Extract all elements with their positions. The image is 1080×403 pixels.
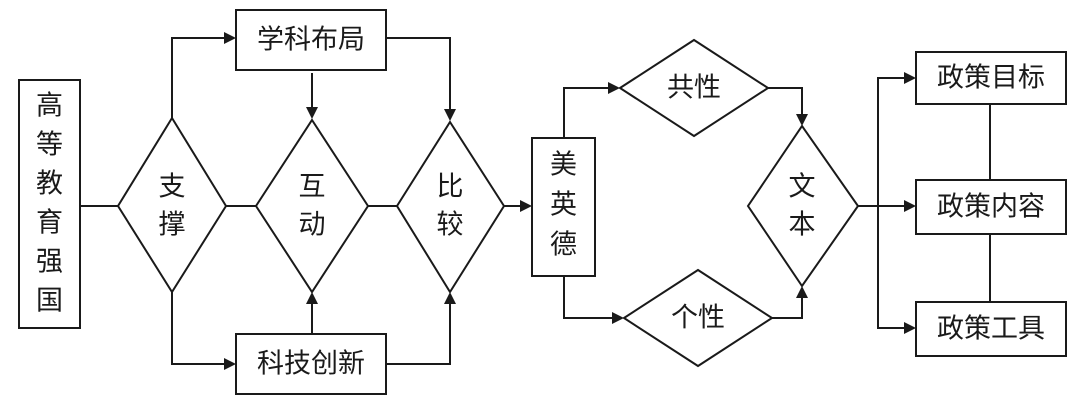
arrowhead-right-goals: [904, 72, 916, 84]
node-discipline-layout-label: 学科布局: [257, 25, 365, 56]
node-higher-education-power: 高 等 教 育 强 国: [18, 79, 81, 329]
node-support-diamond: 支 撑: [116, 116, 228, 294]
connector-support-to-top-box: [171, 37, 228, 118]
arrowhead-right-tools: [904, 322, 916, 334]
node-comparison-char-1: 比: [437, 172, 464, 203]
arrowhead-right-top-box: [224, 32, 236, 44]
connector-commonality-to-text: [768, 87, 803, 118]
node-policy-goals: 政策目标: [915, 51, 1067, 105]
node-interaction-char-2: 动: [299, 210, 326, 241]
node-text-diamond: 文 本: [746, 124, 860, 288]
node-commonality-label: 共性: [667, 73, 721, 104]
node-individuality-diamond: 个性: [622, 268, 774, 368]
node-policy-content: 政策内容: [915, 179, 1067, 235]
connectors: [80, 37, 991, 365]
arrowhead-up-comparison-bottom: [444, 292, 456, 304]
node-higher-education-power-char-1: 高: [36, 91, 63, 122]
connector-support-to-bottom-box: [171, 292, 228, 365]
node-interaction-diamond: 互 动: [254, 118, 370, 294]
node-commonality-diamond: 共性: [618, 38, 770, 138]
connector-text-to-goals: [877, 77, 905, 206]
connector-top-box-to-comparison: [386, 37, 451, 112]
node-higher-education-power-char-4: 育: [36, 208, 63, 239]
node-tech-innovation: 科技创新: [235, 333, 387, 395]
node-policy-content-label: 政策内容: [937, 192, 1045, 223]
node-higher-education-power-char-5: 强: [36, 247, 63, 278]
arrowhead-up-interaction: [306, 292, 318, 304]
node-individuality-label: 个性: [671, 303, 725, 334]
node-text-char-2: 本: [789, 210, 816, 241]
node-higher-education-power-char-3: 教: [36, 169, 63, 200]
node-comparison-diamond: 比 较: [395, 120, 506, 294]
node-support-char-1: 支: [159, 172, 186, 203]
node-support-char-2: 撑: [159, 210, 186, 241]
node-policy-tools-label: 政策工具: [937, 314, 1045, 345]
node-countries: 美 英 德: [531, 137, 596, 277]
arrowhead-down-text: [796, 114, 808, 126]
arrowhead-down-interaction: [306, 107, 318, 119]
node-higher-education-power-char-6: 国: [36, 286, 63, 317]
arrowhead-right-bottom-box: [224, 358, 236, 370]
node-policy-goals-label: 政策目标: [937, 63, 1045, 94]
arrowhead-right-commonality: [608, 82, 620, 94]
arrowhead-right-individuality: [612, 312, 624, 324]
node-countries-char-1: 美: [550, 150, 577, 181]
node-comparison-char-2: 较: [437, 210, 464, 241]
node-countries-char-2: 英: [550, 190, 577, 221]
connector-individuality-to-text: [772, 292, 803, 319]
connector-bottom-box-to-comparison: [386, 300, 451, 365]
node-higher-education-power-char-2: 等: [36, 130, 63, 161]
node-text-char-1: 文: [789, 172, 816, 203]
node-interaction-char-1: 互: [299, 172, 326, 203]
connector-countries-to-commonality: [563, 87, 610, 138]
arrowhead-up-text: [796, 286, 808, 298]
node-policy-tools: 政策工具: [915, 301, 1067, 357]
connector-countries-to-individuality: [563, 276, 614, 319]
node-tech-innovation-label: 科技创新: [257, 349, 365, 380]
arrowhead-right-countries: [520, 200, 532, 212]
arrowhead-right-content: [904, 200, 916, 212]
connector-text-to-tools: [877, 206, 905, 329]
node-countries-char-3: 德: [550, 230, 577, 261]
node-discipline-layout: 学科布局: [235, 9, 387, 71]
arrowhead-down-comparison-top: [444, 109, 456, 121]
arrowheads: [224, 32, 916, 370]
